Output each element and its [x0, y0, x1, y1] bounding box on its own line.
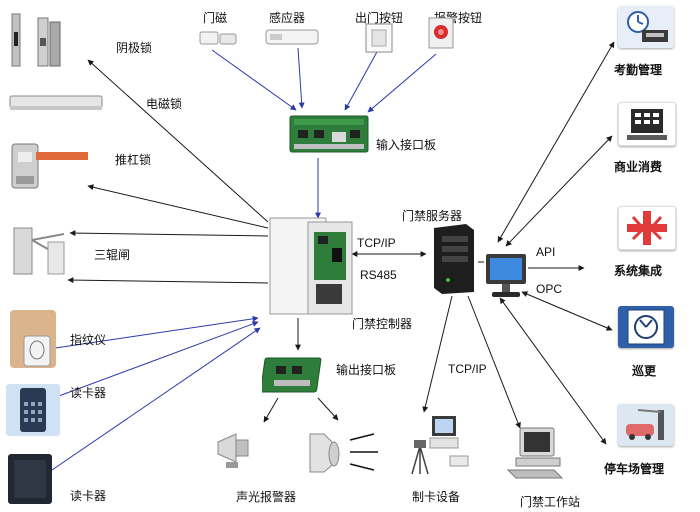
card-device-icon — [411, 416, 469, 475]
label-workstation: 门禁工作站 — [520, 495, 581, 509]
label-sensor: 感应器 — [269, 11, 306, 25]
label-push-bar-lock: 推杠锁 — [115, 153, 152, 167]
label-magnetic-lock: 电磁锁 — [146, 97, 183, 111]
label-card-reader-1: 读卡器 — [70, 386, 107, 400]
integration-icon — [627, 211, 667, 245]
exit-button-icon — [365, 23, 393, 53]
card-reader-1-icon — [6, 384, 60, 436]
label-rs485: RS485 — [360, 268, 397, 282]
consumption-tile — [618, 102, 676, 146]
label-integration: 系统集成 — [614, 264, 663, 278]
magnetic-lock-icon — [9, 95, 103, 110]
label-tcpip-top: TCP/IP — [357, 236, 396, 250]
label-tcpip-lower: TCP/IP — [448, 362, 487, 376]
label-attendance: 考勤管理 — [614, 63, 663, 77]
tripod-gate-icon — [13, 227, 65, 275]
label-fingerprint: 指纹仪 — [70, 333, 107, 347]
consumption-icon — [627, 109, 667, 140]
patrol-icon — [627, 309, 665, 345]
workstation-icon — [506, 427, 564, 479]
yin-lock-icon — [11, 13, 61, 67]
label-server: 门禁服务器 — [402, 209, 463, 223]
strobe-icon — [309, 433, 340, 473]
label-door-sensor: 门磁 — [203, 11, 228, 25]
label-tripod-gate: 三辊闸 — [94, 248, 131, 262]
sensor-icon — [265, 29, 319, 45]
label-input-board: 输入接口板 — [376, 138, 437, 152]
label-consumption: 商业消费 — [614, 160, 663, 174]
label-card-reader-2: 读卡器 — [70, 489, 107, 503]
attendance-icon — [627, 11, 668, 42]
label-opc: OPC — [536, 282, 563, 296]
label-exit-button: 出门按钮 — [355, 11, 404, 25]
patrol-tile — [618, 306, 674, 348]
card-reader-2-icon — [8, 454, 52, 504]
monitor-icon — [486, 254, 526, 297]
integration-tile — [618, 206, 676, 250]
label-controller: 门禁控制器 — [352, 317, 413, 331]
door-sensor-icon — [199, 31, 237, 45]
output-board-icon — [262, 357, 322, 393]
label-parking: 停车场管理 — [604, 462, 665, 476]
alarm-signal-icon — [349, 433, 378, 471]
label-card-device: 制卡设备 — [412, 490, 461, 504]
attendance-tile — [618, 6, 674, 48]
input-board-icon — [289, 115, 369, 153]
label-alarm: 声光报警器 — [236, 490, 297, 504]
access-controller-icon — [269, 217, 353, 315]
fingerprint-reader-icon — [10, 310, 56, 368]
label-output-board: 输出接口板 — [336, 363, 397, 377]
push-bar-lock-icon — [11, 143, 88, 189]
parking-tile — [618, 404, 674, 446]
label-patrol: 巡更 — [632, 364, 657, 378]
server-icon — [434, 224, 474, 294]
alarm-button-icon — [428, 17, 454, 49]
parking-icon — [626, 409, 664, 440]
siren-icon — [217, 433, 249, 468]
label-yin-lock: 阴极锁 — [116, 41, 153, 55]
label-api: API — [536, 245, 556, 259]
